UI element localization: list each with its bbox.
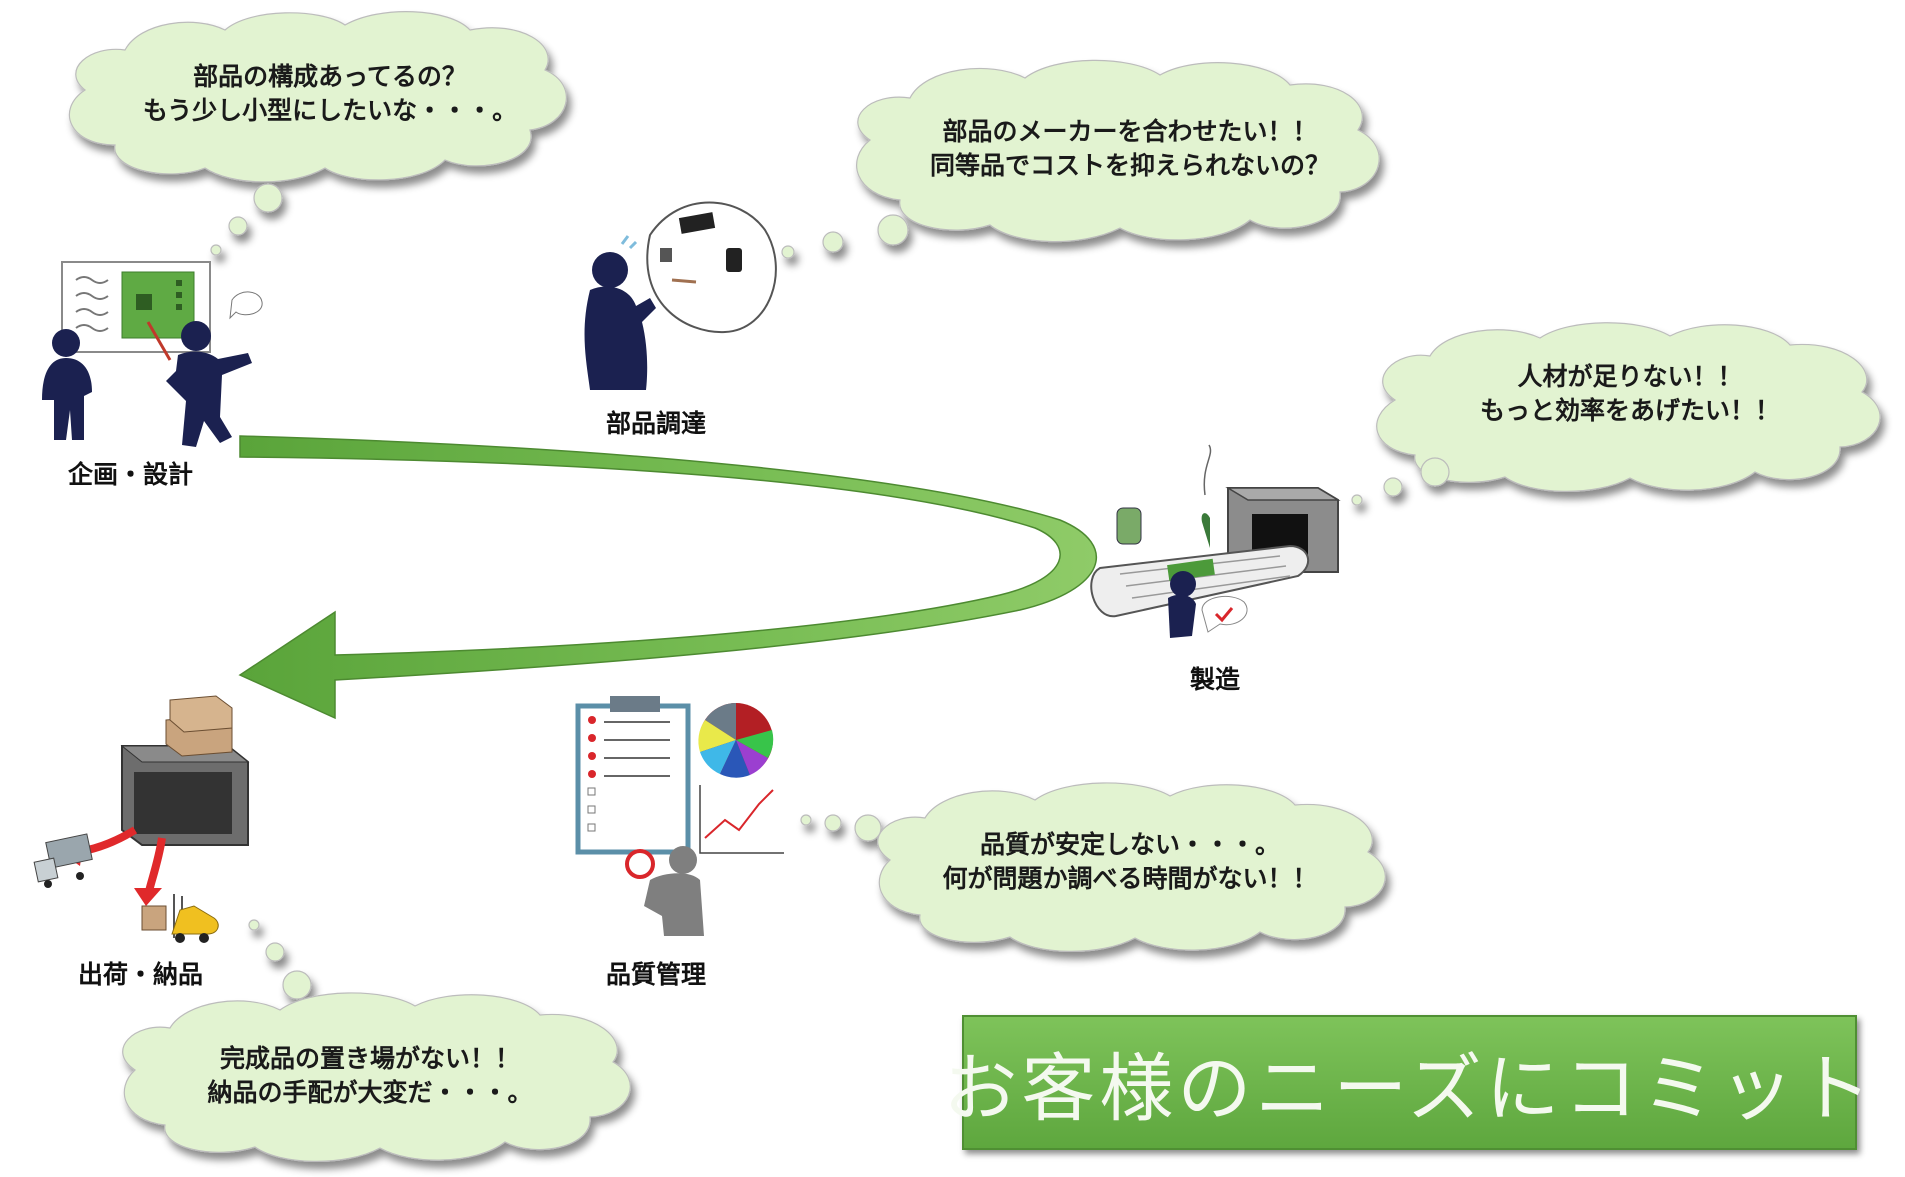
stage-label-procurement: 部品調達 <box>606 409 707 438</box>
quality-bubble-line2: 何が問題か調べる時間がない！！ <box>942 864 1318 893</box>
quality-checklist-icon <box>575 696 784 936</box>
commit-banner: お客様のニーズにコミット <box>943 1015 1872 1150</box>
cycle-arrow-icon <box>238 435 1098 720</box>
procurement-bubble-line1: 部品のメーカーを合わせたい！！ <box>942 117 1318 146</box>
shipping-bubble-line1: 完成品の置き場がない！！ <box>219 1044 520 1073</box>
manufacturing-bubble <box>1351 322 1881 506</box>
quality-bubble-text: 品質が安定しない・・・。 何が問題か調べる時間がない！！ <box>900 828 1360 896</box>
shipping-bubble <box>122 919 631 1162</box>
stage-label-manufacturing: 製造 <box>1190 665 1241 694</box>
stage-label-planning: 企画・設計 <box>68 460 194 489</box>
delivery-truck-icon <box>33 833 93 888</box>
stage-label-shipping: 出荷・納品 <box>78 960 204 989</box>
shipping-warehouse-icon <box>60 695 250 906</box>
pie-chart-icon <box>698 703 774 778</box>
manufacturing-bubble-line2: もっと効率をあげたい！！ <box>1479 396 1780 425</box>
procurement-bubble-text: 部品のメーカーを合わせたい！！ 同等品でコストを抑えられないの？ <box>905 115 1355 183</box>
manufacturing-bubble-text: 人材が足りない！！ もっと効率をあげたい！！ <box>1415 360 1845 428</box>
procurement-figure-icon <box>584 201 777 390</box>
shipping-bubble-text: 完成品の置き場がない！！ 納品の手配が大変だ・・・。 <box>150 1042 590 1110</box>
planning-bubble-line1: 部品の構成あってるの？ <box>193 62 467 91</box>
planning-figures-icon <box>42 261 263 447</box>
forklift-icon <box>141 894 219 943</box>
procurement-bubble <box>781 59 1380 259</box>
stage-label-quality: 品質管理 <box>606 960 707 989</box>
manufacturing-machine-icon <box>1090 444 1341 638</box>
manufacturing-bubble-line1: 人材が足りない！！ <box>1517 362 1743 391</box>
commit-banner-text: お客様のニーズにコミット <box>943 1046 1876 1132</box>
quality-bubble-line1: 品質が安定しない・・・。 <box>979 830 1280 859</box>
quality-bubble <box>800 782 1386 952</box>
shipping-bubble-line2: 納品の手配が大変だ・・・。 <box>207 1078 533 1107</box>
planning-bubble-text: 部品の構成あってるの？ もう少し小型にしたいな・・・。 <box>120 60 540 128</box>
planning-bubble <box>68 11 567 256</box>
planning-bubble-line2: もう少し小型にしたいな・・・。 <box>142 96 518 125</box>
procurement-bubble-line2: 同等品でコストを抑えられないの？ <box>929 151 1330 180</box>
